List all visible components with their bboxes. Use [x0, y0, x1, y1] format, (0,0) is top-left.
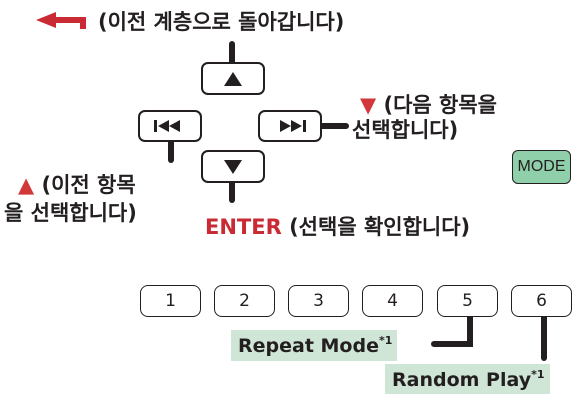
previous-item-text-1: (이전 항목 — [41, 173, 136, 197]
down-triangle-icon — [224, 159, 242, 174]
number-button-5[interactable]: 5 — [437, 285, 498, 317]
back-label: (이전 계층으로 돌아갑니다) — [36, 9, 344, 35]
number-button-1[interactable]: 1 — [140, 285, 201, 317]
up-triangle-icon — [224, 71, 242, 86]
up-button[interactable] — [201, 62, 265, 95]
repeat-mode-footnote: *1 — [378, 334, 393, 347]
random-play-tag: Random Play*1 — [385, 364, 550, 394]
next-item-label-line1: ▼ (다음 항목을 — [360, 95, 497, 116]
mode-button[interactable]: MODE — [512, 150, 571, 184]
number-button-3[interactable]: 3 — [288, 285, 349, 317]
next-button[interactable] — [258, 110, 322, 142]
back-arrow-icon — [36, 11, 92, 33]
up-triangle-symbol: ▲ — [18, 173, 35, 197]
number-button-4[interactable]: 4 — [362, 285, 423, 317]
random-play-footnote: *1 — [531, 368, 545, 381]
previous-button[interactable] — [138, 110, 202, 142]
down-triangle-symbol: ▼ — [360, 93, 377, 117]
previous-track-icon — [154, 120, 186, 132]
number-button-2[interactable]: 2 — [214, 285, 275, 317]
repeat-connector — [431, 314, 473, 347]
enter-label: ENTER (선택을 확인합니다) — [205, 217, 470, 238]
previous-item-label-line2: 을 선택합니다) — [4, 201, 137, 225]
enter-description: (선택을 확인합니다) — [289, 215, 471, 239]
next-item-text-1: (다음 항목을 — [383, 93, 497, 117]
repeat-mode-tag: Repeat Mode*1 — [231, 330, 398, 361]
number-button-6[interactable]: 6 — [511, 285, 572, 317]
repeat-mode-label: Repeat Mode — [238, 335, 379, 357]
enter-key-text: ENTER — [205, 215, 282, 239]
back-label-text: (이전 계층으로 돌아갑니다) — [98, 9, 345, 34]
next-item-label-line2: 선택합니다) — [352, 118, 459, 142]
down-button[interactable] — [201, 150, 265, 183]
next-track-icon — [274, 120, 306, 132]
random-play-label: Random Play — [392, 369, 532, 391]
previous-item-label-line1: ▲ (이전 항목 — [18, 175, 136, 196]
